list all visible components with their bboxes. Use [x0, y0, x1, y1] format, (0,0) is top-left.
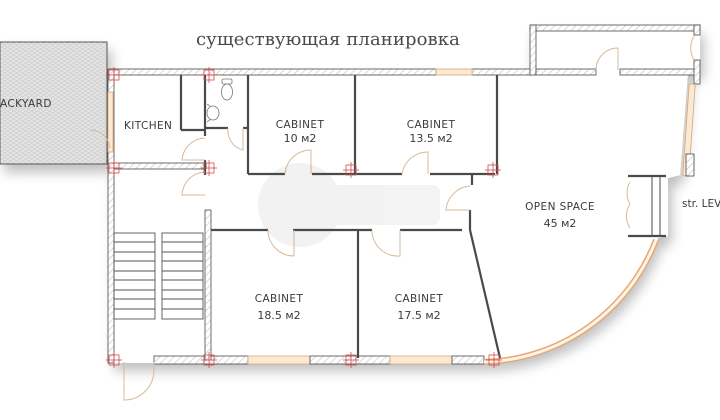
room-name: ACKYARD	[0, 98, 52, 110]
room-name: CABINET	[275, 119, 325, 131]
room-area: 17.5 м2	[397, 309, 441, 323]
room-area: 45 м2	[543, 217, 577, 231]
toilet-icon	[221, 78, 233, 101]
backyard-area	[0, 41, 108, 165]
room-name: KITCHEN	[124, 120, 173, 132]
room-area: 13.5 м2	[409, 132, 453, 146]
room-name: OPEN SPACE	[525, 201, 595, 213]
room-name: CABINET	[394, 293, 444, 305]
room-label-kitchen: KITCHEN	[124, 119, 172, 133]
plan-title: существующая планировка	[196, 29, 460, 50]
room-name: CABINET	[254, 293, 304, 305]
room-label-cabinet-13-5: CABINET 13.5 м2	[396, 118, 466, 147]
street-level-label: str. LEV	[682, 198, 720, 210]
room-area: 18.5 м2	[257, 309, 301, 323]
room-label-cabinet-17-5: CABINET 17.5 м2	[384, 292, 454, 324]
sink-icon	[206, 103, 220, 123]
room-label-open-space: OPEN SPACE 45 м2	[510, 200, 610, 232]
room-label-cabinet-10: CABINET 10 м2	[268, 118, 332, 147]
room-label-cabinet-18-5: CABINET 18.5 м2	[244, 292, 314, 324]
room-area: 10 м2	[283, 132, 317, 146]
interior-walls	[113, 75, 666, 361]
column-marks	[106, 67, 502, 368]
watermark-logo	[258, 163, 440, 247]
room-label-backyard: ACKYARD	[0, 97, 52, 111]
room-name: CABINET	[406, 119, 456, 131]
stairs-icon	[113, 232, 204, 320]
door-arcs	[89, 35, 695, 401]
building-outline	[110, 26, 700, 363]
